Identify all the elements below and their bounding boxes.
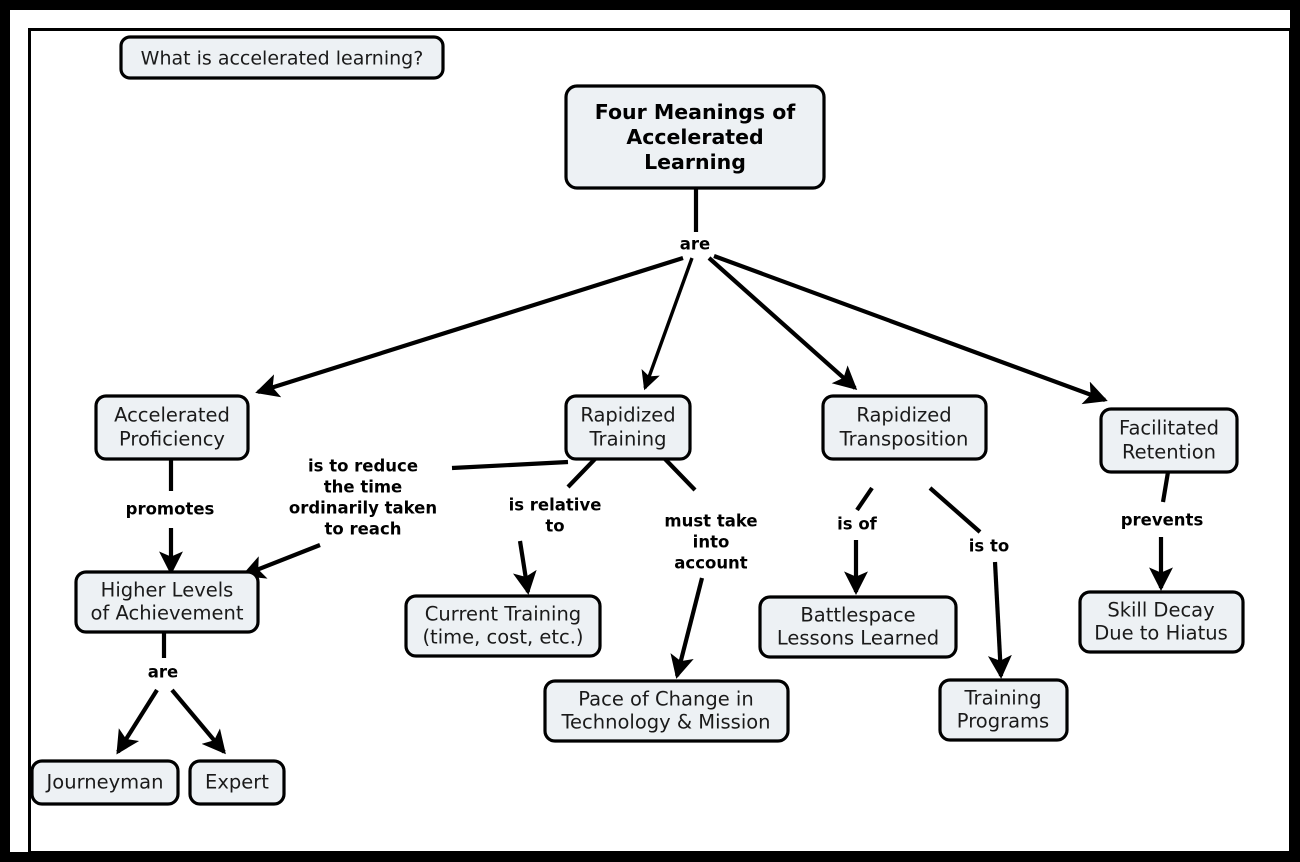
node-root-label-line3: Learning	[644, 150, 746, 174]
node-pace-of-change-label-line2: Technology & Mission	[560, 711, 770, 734]
node-accelerated-proficiency-shape	[94, 394, 250, 461]
link-root-are: are	[680, 188, 710, 254]
link-higher-levels-to-journeyman	[116, 688, 159, 755]
node-higher-levels-of-achievement[interactable]: Higher Levels of Achievement	[74, 570, 260, 634]
link-is-to-stem-upper	[928, 486, 982, 534]
node-skill-decay[interactable]: Skill Decay Due to Hiatus	[1078, 590, 1245, 654]
link-label-is-to-reduce-line1: is to reduce	[308, 457, 418, 476]
link-must-take-stem-upper	[663, 457, 697, 492]
node-skill-decay-shape	[1078, 590, 1245, 654]
question-box-label: What is accelerated learning?	[141, 48, 424, 70]
node-journeyman[interactable]: Journeyman	[30, 759, 180, 806]
link-is-of-stem-upper	[855, 486, 874, 512]
node-rapidized-transposition-label-line2: Transposition	[839, 428, 969, 451]
link-label-is-of: is of	[837, 515, 878, 534]
link-must-take-into-account: must take into account	[663, 457, 758, 679]
node-battlespace-label-line2: Lessons Learned	[777, 627, 939, 650]
node-higher-levels-shape	[74, 570, 260, 634]
link-label-is-to-reduce-line3: ordinarily taken	[289, 499, 437, 518]
node-pace-of-change-label-line1: Pace of Change in	[578, 688, 753, 711]
node-accelerated-proficiency-label-line1: Accelerated	[114, 404, 230, 427]
link-label-are-levels: are	[148, 663, 178, 682]
node-root-shape	[564, 84, 826, 190]
node-rapidized-transposition-label-line1: Rapidized	[856, 404, 951, 427]
link-are-levels: are	[116, 630, 226, 755]
link-root-to-facilitated-retention	[713, 254, 1108, 405]
node-training-programs-label-line1: Training	[964, 687, 1042, 710]
node-pace-of-change[interactable]: Pace of Change in Technology & Mission	[543, 679, 790, 743]
link-label-promotes: promotes	[126, 500, 215, 519]
node-root-label-line1: Four Meanings of	[595, 100, 797, 124]
link-prevents-stem-upper	[1160, 471, 1171, 503]
link-is-to-reduce: is to reduce the time ordinarily taken t…	[241, 457, 569, 579]
link-label-must-take-line1: must take	[664, 512, 757, 531]
node-expert[interactable]: Expert	[188, 759, 286, 806]
node-facilitated-retention-label-line2: Retention	[1122, 441, 1216, 464]
link-label-is-relative-to-line2: to	[545, 517, 564, 536]
node-facilitated-retention-shape	[1099, 407, 1239, 474]
node-current-training-shape	[404, 594, 602, 658]
node-expert-label: Expert	[205, 771, 269, 794]
node-journeyman-label: Journeyman	[45, 771, 164, 794]
link-is-to-reduce-stem-lower	[241, 543, 321, 579]
link-label-is-to: is to	[969, 537, 1009, 556]
node-facilitated-retention-label-line1: Facilitated	[1119, 417, 1219, 440]
question-box-shape	[119, 35, 445, 80]
node-root-label-line2: Accelerated	[626, 125, 763, 149]
node-current-training-label-line1: Current Training	[425, 603, 581, 626]
link-label-is-relative-to-line1: is relative	[509, 496, 602, 515]
link-label-are-root: are	[680, 235, 710, 254]
node-training-programs[interactable]: Training Programs	[938, 678, 1069, 742]
node-expert-shape	[188, 759, 286, 806]
node-current-training-label-line2: (time, cost, etc.)	[422, 626, 583, 649]
node-higher-levels-label-line2: of Achievement	[90, 602, 243, 625]
link-is-relative-to-stem-lower	[512, 540, 537, 595]
node-journeyman-shape	[30, 759, 180, 806]
node-battlespace-shape	[758, 595, 958, 659]
node-skill-decay-label-line2: Due to Hiatus	[1094, 622, 1228, 645]
node-rapidized-training[interactable]: Rapidized Training	[564, 394, 692, 461]
link-must-take-stem-lower	[670, 577, 705, 679]
node-training-programs-label-line2: Programs	[957, 710, 1049, 733]
link-root-to-rapidized-training	[641, 257, 694, 391]
link-label-must-take-line3: account	[674, 554, 748, 573]
node-four-meanings-of-accelerated-learning[interactable]: Four Meanings of Accelerated Learning	[564, 84, 826, 190]
link-is-to-reduce-stem-upper	[451, 459, 569, 471]
node-rapidized-transposition[interactable]: Rapidized Transposition	[821, 394, 988, 461]
link-label-must-take-line2: into	[693, 533, 730, 552]
node-rapidized-training-label-line1: Rapidized	[580, 404, 675, 427]
link-root-to-rapidized-transposition	[707, 256, 858, 390]
node-rapidized-training-label-line2: Training	[589, 428, 667, 451]
link-root-to-accelerated-proficiency	[255, 255, 684, 398]
link-is-relative-to: is relative to	[509, 457, 602, 595]
link-is-of: is of	[837, 486, 878, 595]
node-training-programs-shape	[938, 678, 1069, 742]
link-label-is-to-reduce-line4: to reach	[325, 520, 402, 539]
link-promotes: promotes	[126, 459, 215, 575]
node-pace-of-change-shape	[543, 679, 790, 743]
node-battlespace-label-line1: Battlespace	[800, 604, 915, 627]
node-battlespace-lessons-learned[interactable]: Battlespace Lessons Learned	[758, 595, 958, 659]
node-facilitated-retention[interactable]: Facilitated Retention	[1099, 407, 1239, 474]
link-is-relative-to-stem-upper	[566, 457, 597, 489]
link-label-is-to-reduce-line2: the time	[324, 478, 403, 497]
link-label-prevents: prevents	[1121, 511, 1204, 530]
link-higher-levels-to-expert	[170, 688, 226, 755]
node-rapidized-transposition-shape	[821, 394, 988, 461]
node-current-training[interactable]: Current Training (time, cost, etc.)	[404, 594, 602, 658]
link-is-to-stem-lower	[987, 561, 1012, 679]
node-accelerated-proficiency[interactable]: Accelerated Proficiency	[94, 394, 250, 461]
link-prevents: prevents	[1121, 471, 1204, 591]
node-accelerated-proficiency-label-line2: Proficiency	[119, 428, 225, 451]
question-box[interactable]: What is accelerated learning?	[119, 35, 445, 80]
node-skill-decay-label-line1: Skill Decay	[1107, 599, 1214, 622]
node-rapidized-training-shape	[564, 394, 692, 461]
link-is-to: is to	[928, 486, 1012, 679]
node-higher-levels-label-line1: Higher Levels	[101, 579, 234, 602]
